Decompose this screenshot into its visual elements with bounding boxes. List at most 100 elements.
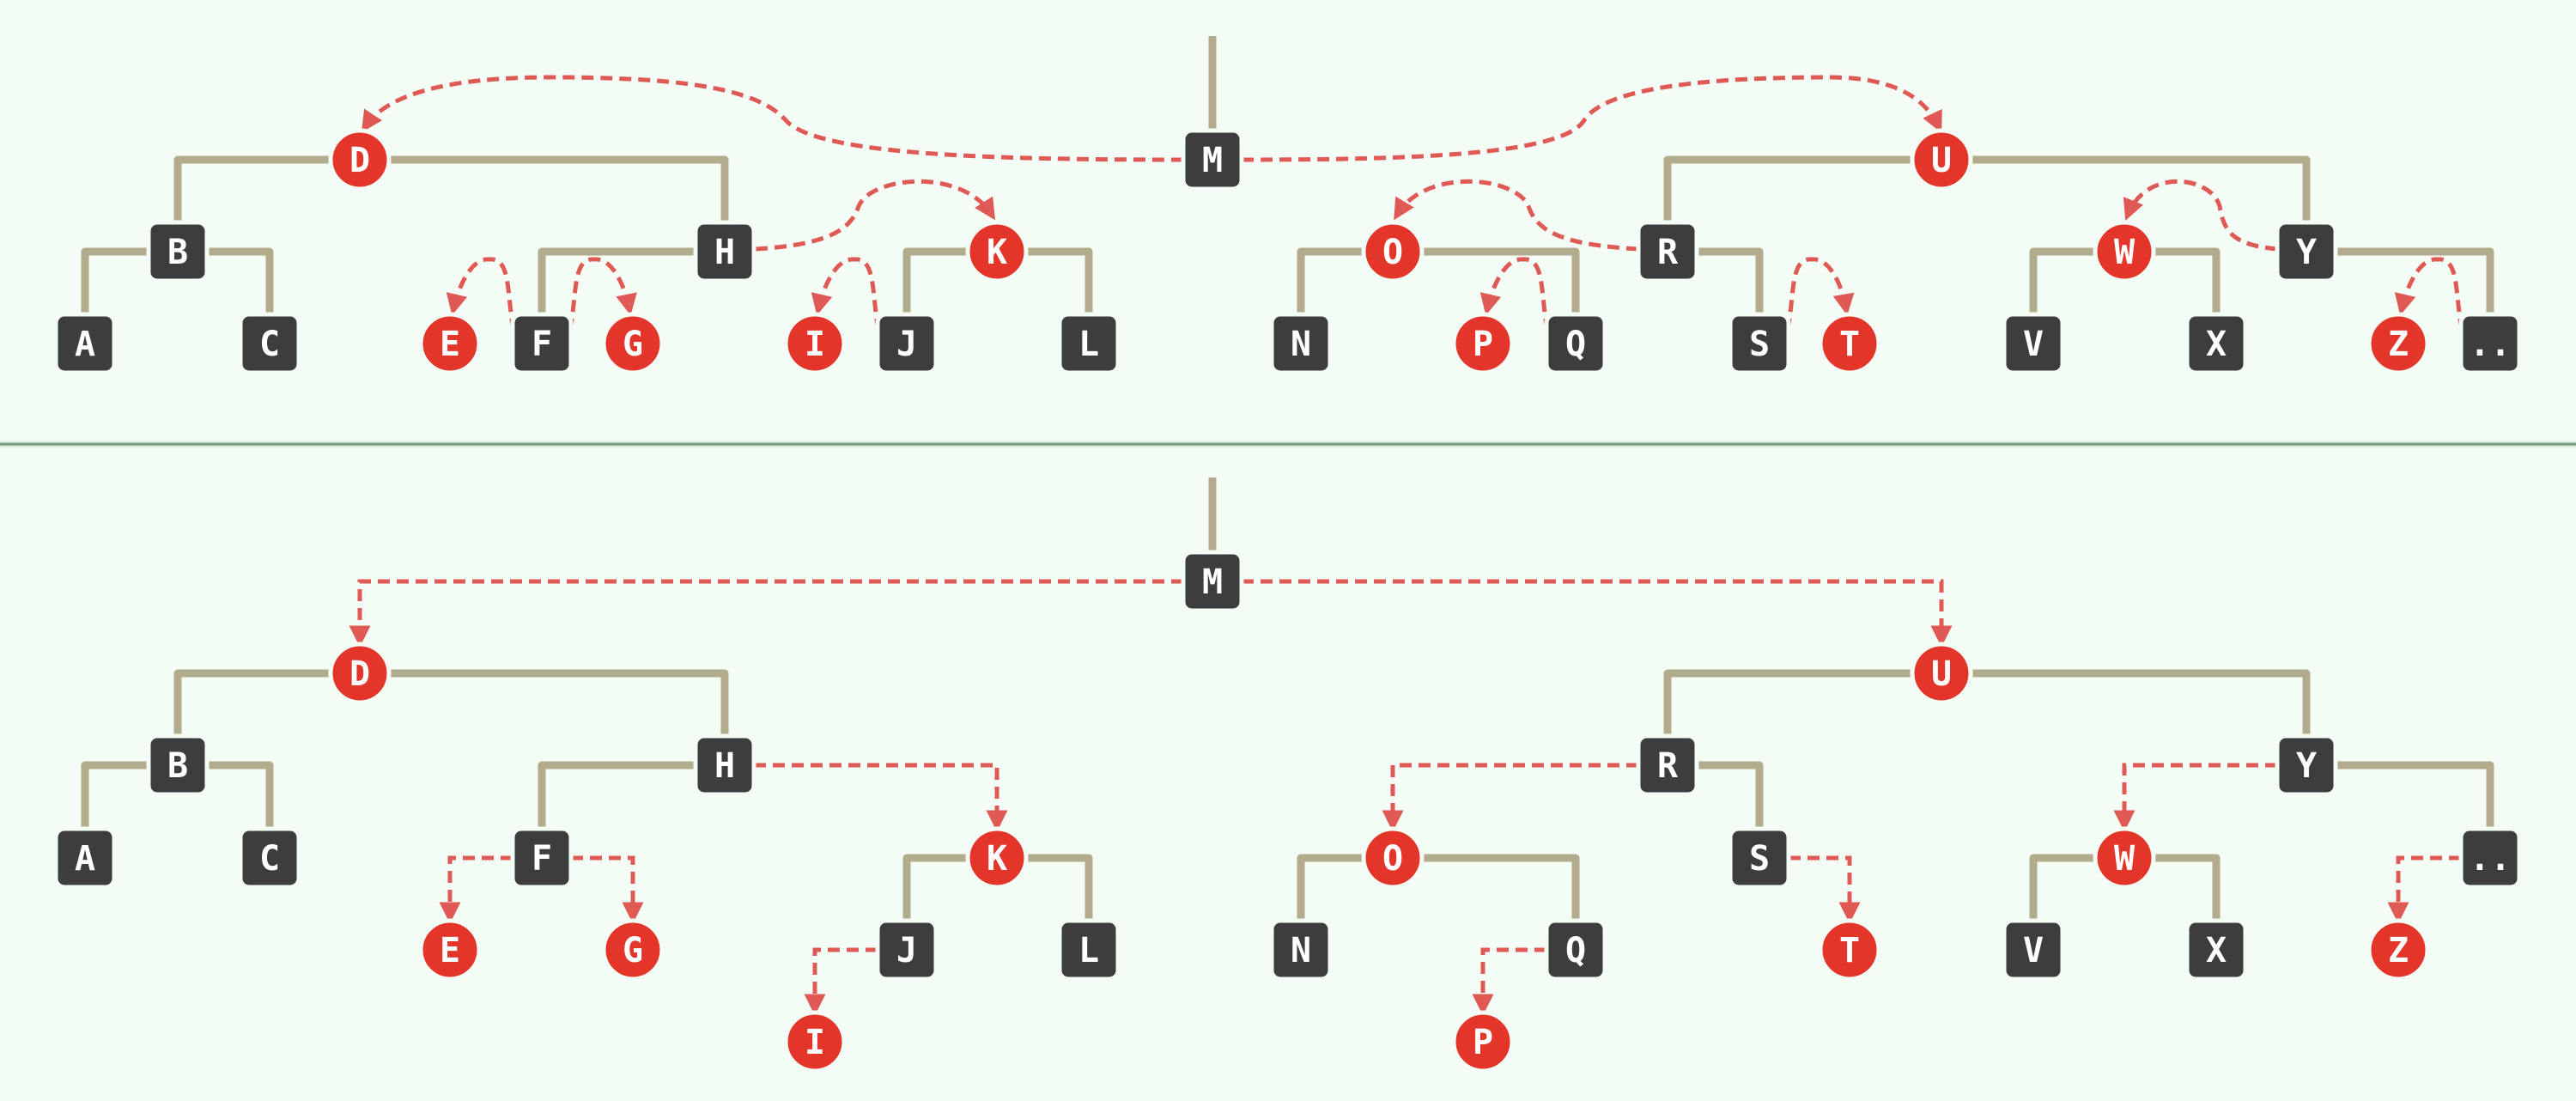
node-label: P [1473, 325, 1493, 364]
node-label: L [1078, 931, 1099, 970]
black-node-square [875, 918, 939, 982]
node-y: Y [2275, 220, 2338, 283]
node-label: D [349, 654, 370, 694]
node-label: Y [2296, 746, 2317, 786]
red-node-circle [1361, 220, 1425, 283]
black-node-square [1269, 918, 1333, 982]
black-node-square [1057, 918, 1121, 982]
red-node-circle [783, 312, 847, 375]
node-x: X [2184, 918, 2248, 982]
tree-edge-u-y [1941, 155, 2311, 222]
node-label: U [1931, 141, 1952, 180]
node-i: I [783, 1010, 847, 1074]
node-i: I [783, 312, 847, 375]
node-a: A [53, 826, 117, 890]
red-link-more-z [2394, 257, 2464, 332]
node-g: G [601, 312, 665, 375]
red-link-m-u [1242, 579, 1953, 648]
node-w: W [2093, 220, 2156, 283]
black-node-square [510, 312, 574, 375]
node-z: Z [2366, 312, 2430, 375]
tree-edge-y-more [2306, 247, 2494, 314]
tree-edge-u-r [1663, 155, 1941, 222]
red-link-s-t [1785, 257, 1855, 332]
black-node-square [1544, 918, 1607, 982]
node-label: S [1749, 839, 1770, 879]
node-label: F [532, 325, 552, 364]
node-o: O [1361, 220, 1425, 283]
node-label: O [1382, 839, 1403, 879]
node-w: W [2093, 826, 2156, 890]
tree-edge-o-q [1393, 247, 1580, 314]
black-node-square [2458, 312, 2522, 375]
black-node-square [1636, 220, 1699, 283]
red-node-circle [1910, 642, 1973, 705]
node-n: N [1269, 918, 1333, 982]
red-node-circle [418, 918, 482, 982]
node-label: Q [1565, 931, 1586, 970]
red-node-circle [783, 1010, 847, 1074]
red-node-circle [601, 918, 665, 982]
red-link-q-p [1472, 947, 1546, 1016]
node-label: U [1931, 654, 1952, 694]
node-label: X [2206, 931, 2227, 970]
black-node-square [1057, 312, 1121, 375]
red-node-circle [601, 312, 665, 375]
node-label: A [75, 325, 95, 364]
node-f: F [510, 312, 574, 375]
node-label: Y [2296, 233, 2317, 272]
node-c: C [238, 312, 301, 375]
red-link-m-d [349, 579, 1183, 648]
black-node-square [2275, 733, 2338, 797]
red-node-circle [1451, 312, 1515, 375]
node-label: O [1382, 233, 1403, 272]
node-label: E [440, 325, 460, 364]
node-label: N [1291, 931, 1311, 970]
node-label: M [1202, 563, 1223, 602]
node-z: Z [2366, 918, 2430, 982]
red-node-circle [1818, 312, 1881, 375]
node-x: X [2184, 312, 2248, 375]
black-node-square [2002, 918, 2065, 982]
node-label: .. [2470, 325, 2511, 364]
node-y: Y [2275, 733, 2338, 797]
node-label: V [2023, 931, 2044, 970]
node-label: C [259, 325, 280, 364]
red-node-circle [2093, 220, 2156, 283]
red-node-circle [2366, 312, 2430, 375]
red-node-circle [418, 312, 482, 375]
tree-edge-d-b [173, 155, 360, 222]
node-r: R [1636, 733, 1699, 797]
node-label: P [1473, 1023, 1493, 1062]
node-l: L [1057, 918, 1121, 982]
red-link-s-t [1789, 855, 1861, 924]
red-link-m-u [1241, 75, 1942, 162]
black-node-square [1544, 312, 1607, 375]
node-label: V [2023, 325, 2044, 364]
node-label: B [167, 233, 188, 272]
node-h: H [693, 733, 756, 797]
black-node-square [2184, 918, 2248, 982]
node-n: N [1269, 312, 1333, 375]
node-label: K [987, 839, 1007, 879]
black-node-square [1269, 312, 1333, 375]
red-link-r-o [1394, 179, 1639, 252]
panel-divider [0, 440, 2576, 448]
black-node-square [1181, 550, 1244, 613]
node-label: X [2206, 325, 2227, 364]
node-f: F [510, 826, 574, 890]
node-h: H [693, 220, 756, 283]
node-s: S [1728, 826, 1791, 890]
node-p: P [1451, 312, 1515, 375]
red-node-circle [2093, 826, 2156, 890]
red-link-h-k [755, 179, 996, 252]
node-label: C [259, 839, 280, 879]
node-label: J [896, 931, 917, 970]
node-label: H [714, 746, 735, 786]
node-b: B [146, 733, 210, 797]
red-link-f-g [568, 257, 637, 332]
black-node-square [146, 220, 210, 283]
node-label: .. [2470, 839, 2511, 879]
node-g: G [601, 918, 665, 982]
node-label: Q [1565, 325, 1586, 364]
